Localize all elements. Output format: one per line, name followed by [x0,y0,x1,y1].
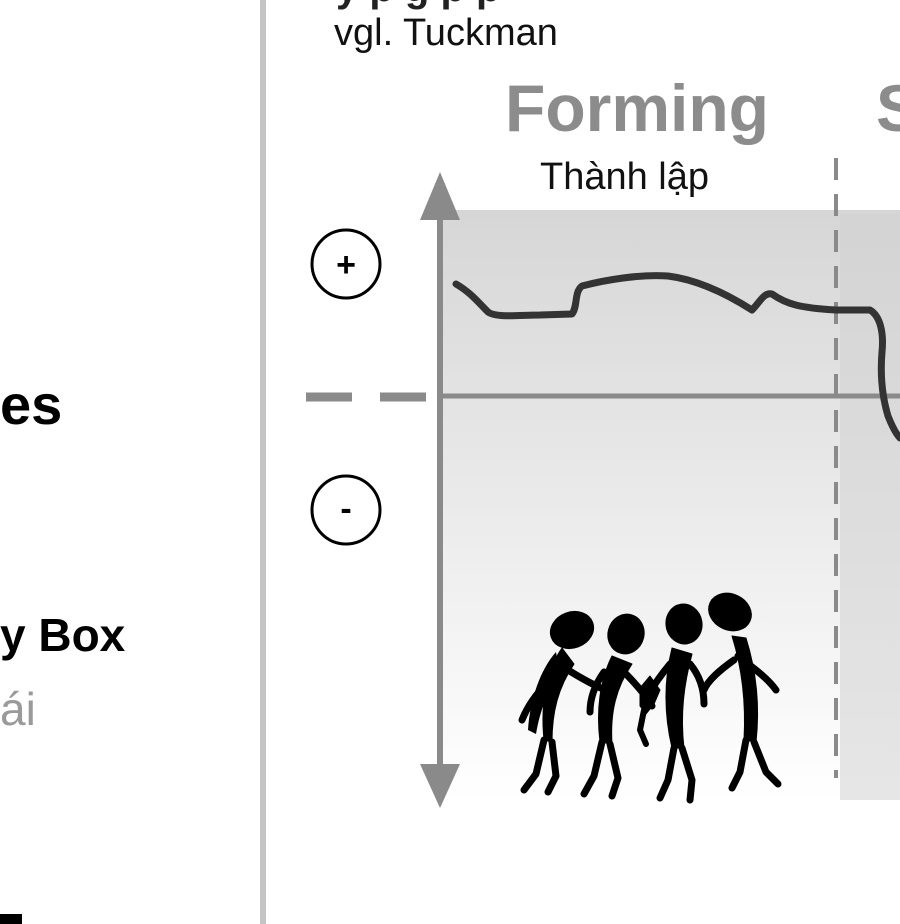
svg-text:+: + [336,246,356,284]
left-fragment-heading: es [0,373,63,436]
source-label: vgl. Tuckman [334,12,558,54]
phase-storming-label-partial: S [876,71,900,145]
storming-phase-area [840,214,900,800]
panel-divider [260,0,266,924]
left-bottom-fragment [0,914,22,924]
left-fragment-translation: ái [0,683,36,735]
phase-forming-translation: Thành lập [540,156,710,198]
minus-circle-icon: - [310,474,382,546]
phase-forming-label: Forming [505,71,769,145]
axis-arrow-down-icon [420,764,460,808]
mood-curve [452,272,900,442]
left-fragment-subheading: y Box [0,609,126,661]
axis-arrow-up-icon [420,172,460,220]
team-huddle-figures-icon [518,592,782,804]
svg-text:-: - [340,490,351,528]
plus-circle-icon: + [310,228,382,300]
cropped-title-text: y p g p p [336,0,500,11]
